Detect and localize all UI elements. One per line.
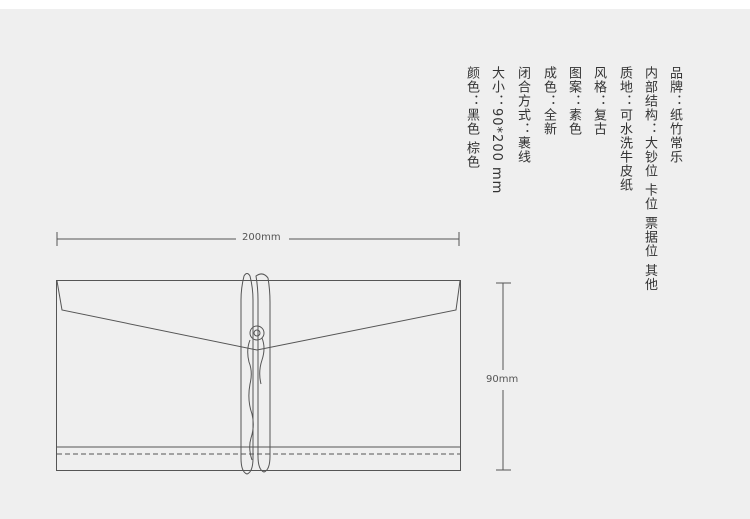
- spec-condition: 成色：全新: [541, 66, 556, 136]
- width-dimension-line: [56, 232, 460, 246]
- wrap-string-right: [255, 273, 271, 473]
- spec-pattern: 图案：素色: [566, 66, 581, 136]
- spec-closure: 闭合方式：裹线: [515, 66, 530, 164]
- envelope-flap: [56, 280, 461, 351]
- spec-size: 大小：90*200 mm: [489, 66, 504, 195]
- wrap-string-left: [240, 273, 254, 475]
- spec-material: 质地：可水洗牛皮纸: [617, 66, 632, 192]
- spec-color: 颜色：黑色 棕色: [464, 66, 479, 170]
- height-dimension-label: 90mm: [486, 374, 519, 385]
- closure-button: [249, 325, 265, 341]
- width-dimension-label: 200mm: [242, 232, 281, 243]
- envelope-outline: [56, 280, 461, 471]
- height-dimension-line: [496, 282, 511, 471]
- spec-brand: 品牌：纸竹常乐: [667, 66, 682, 164]
- top-white-strip: [0, 0, 750, 9]
- spec-internal-structure: 内部结构：大钞位 卡位 票据位 其他: [642, 66, 657, 292]
- wound-string: [247, 339, 254, 461]
- spec-style: 风格：复古: [591, 66, 606, 136]
